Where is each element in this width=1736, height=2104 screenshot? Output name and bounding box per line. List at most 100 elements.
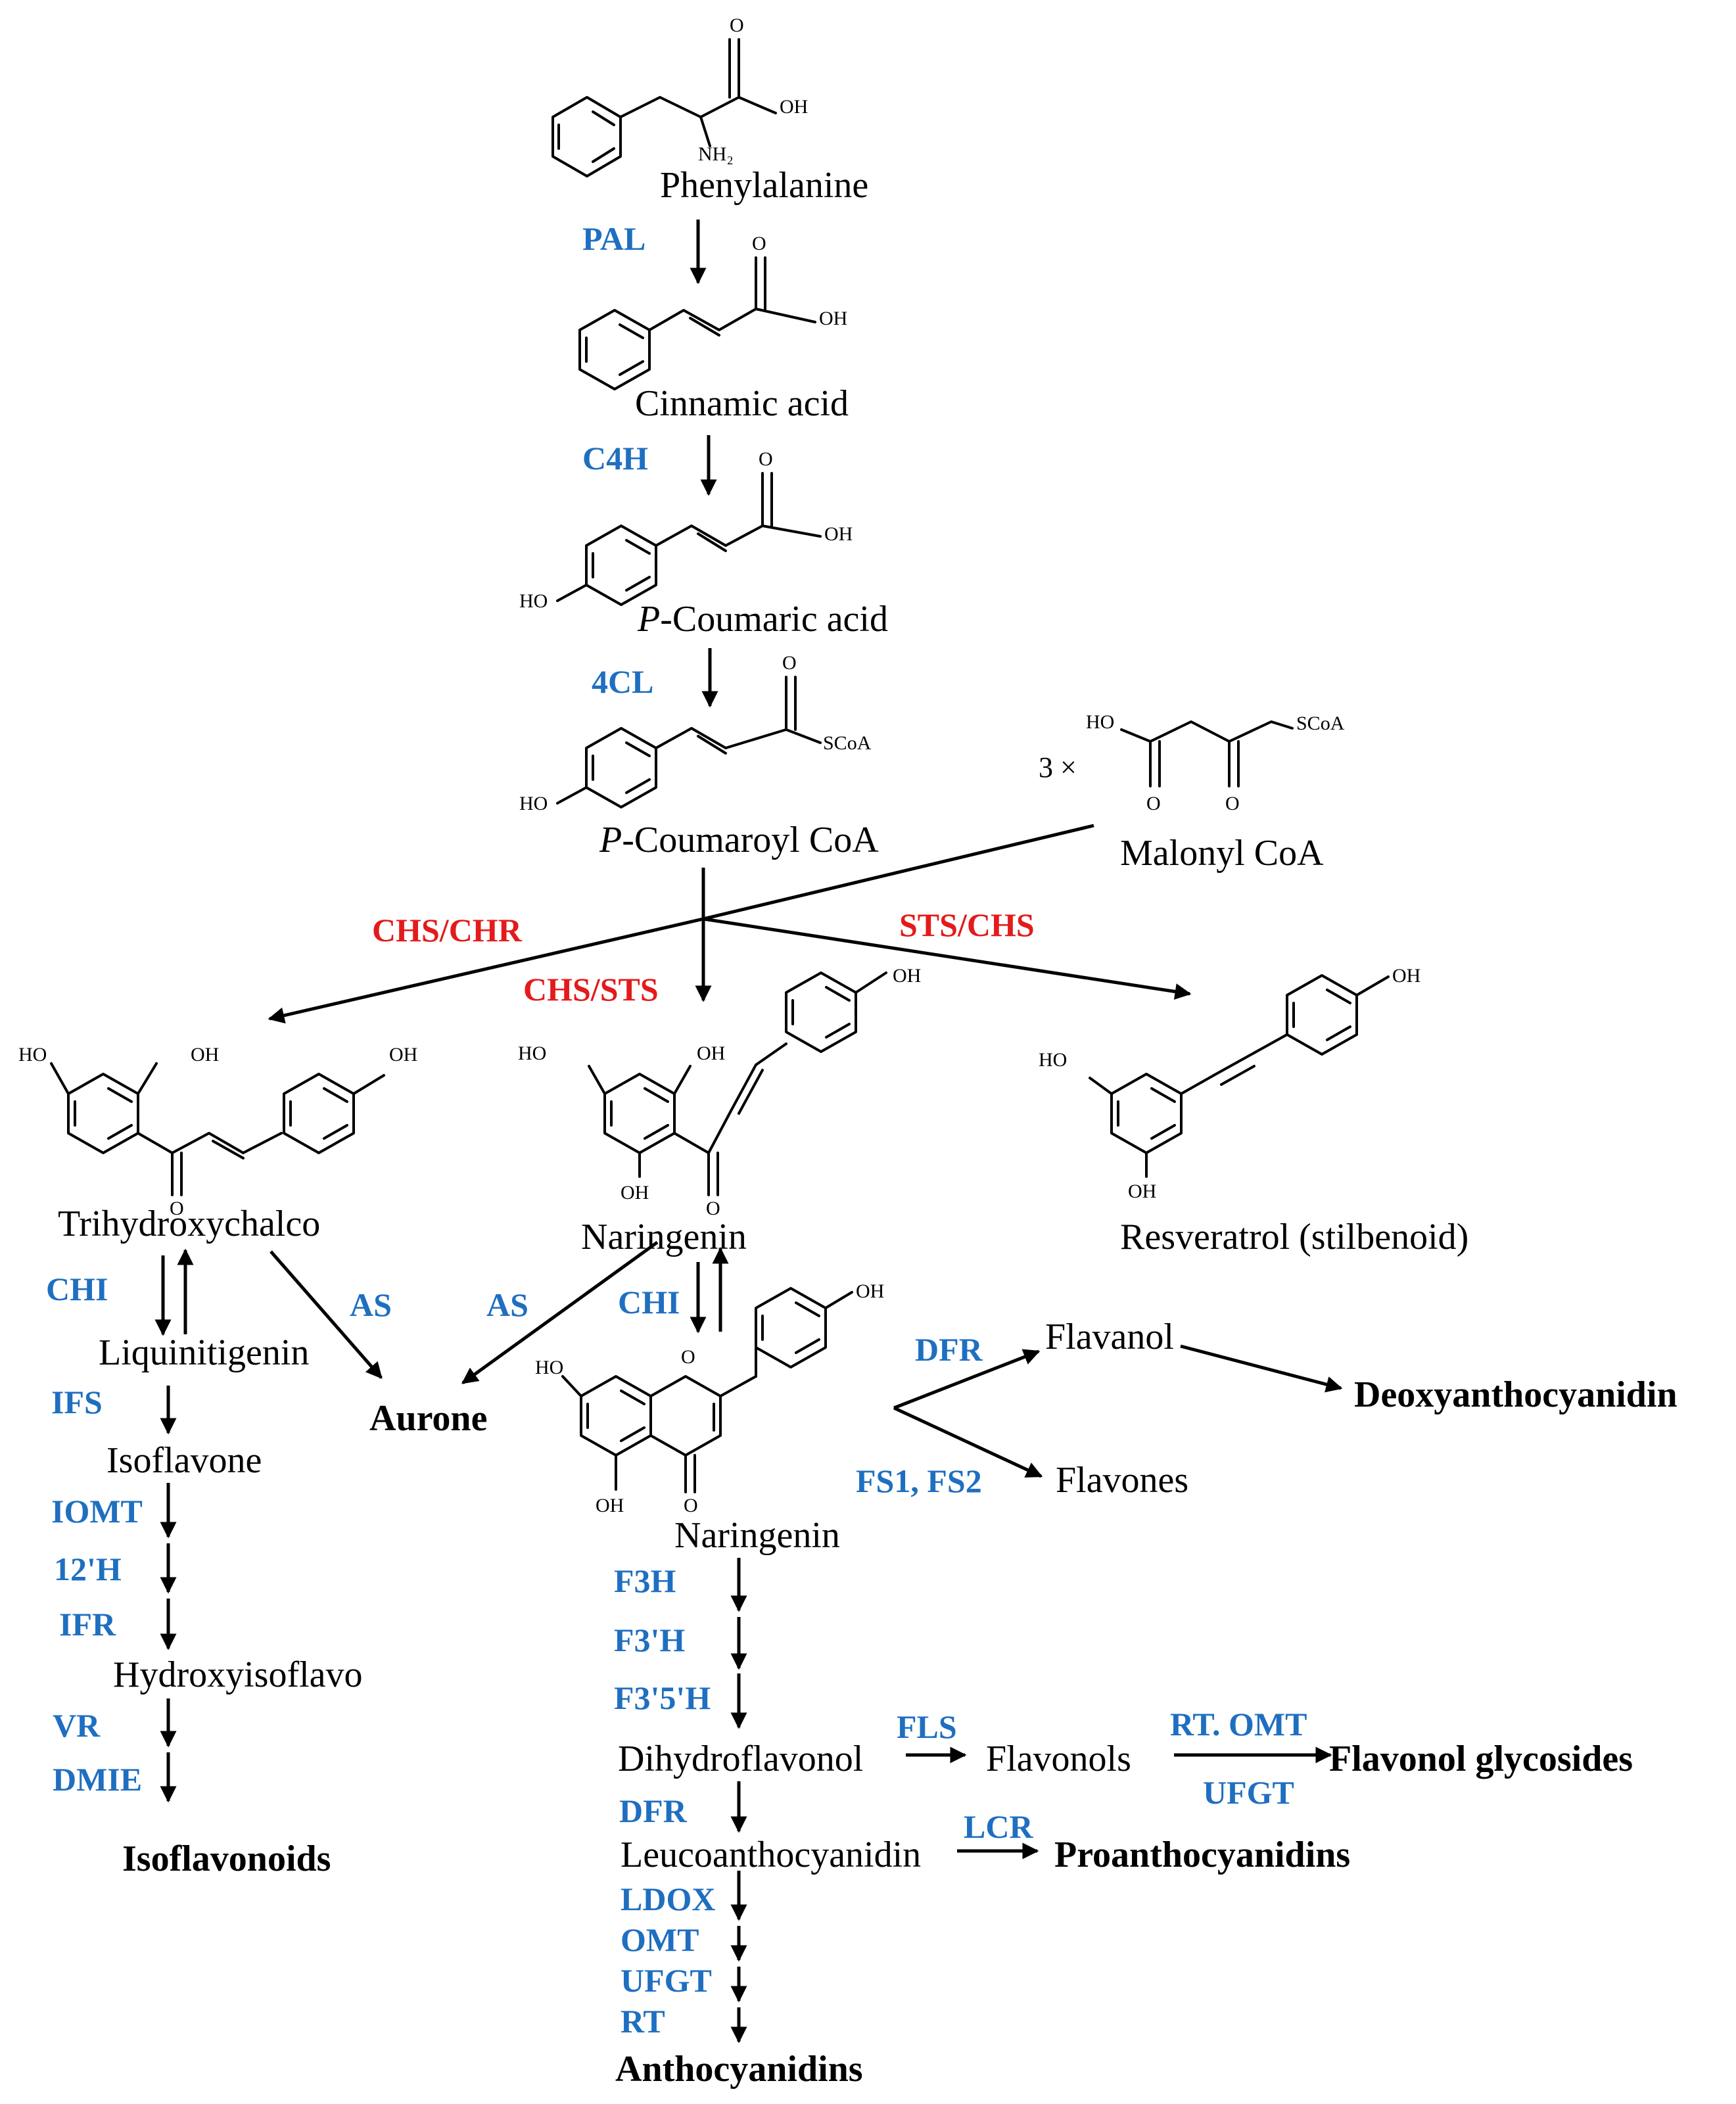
enzyme-dfr-top: DFR bbox=[915, 1331, 983, 1368]
coa-ho-label: HO bbox=[519, 793, 548, 814]
nc-o-label: O bbox=[706, 1198, 720, 1219]
arrow-chs-chr bbox=[268, 917, 704, 1024]
reaction-arrows bbox=[154, 220, 1343, 2044]
arrow-as-left bbox=[270, 1250, 383, 1379]
compound-labels: Phenylalanine Cinnamic acid P-Coumaric a… bbox=[58, 165, 1468, 1875]
cin-oh-label: OH bbox=[819, 308, 847, 329]
coa-scoa-label: SCoA bbox=[823, 732, 872, 754]
nar-o2-label: O bbox=[684, 1495, 698, 1516]
malonyl-coa-structure: HO SCoA O O bbox=[1086, 711, 1345, 814]
enzyme-vr: VR bbox=[53, 1707, 101, 1744]
enzyme-fs1-fs2: FS1, FS2 bbox=[856, 1462, 982, 1499]
enzyme-iomt: IOMT bbox=[51, 1493, 143, 1530]
nc-oh1-label: OH bbox=[697, 1042, 725, 1064]
enzyme-dfr-low: DFR bbox=[619, 1792, 688, 1829]
label-malonyl-coa: Malonyl CoA bbox=[1120, 833, 1324, 874]
label-dihydroflavonol: Dihydroflavonol bbox=[618, 1739, 863, 1779]
enzyme-lcr: LCR bbox=[964, 1808, 1033, 1845]
enzyme-ifs: IFS bbox=[51, 1384, 103, 1420]
label-cinnamic-acid: Cinnamic acid bbox=[635, 383, 849, 424]
enzyme-chi-mid: CHI bbox=[618, 1284, 680, 1321]
enzyme-12h: 12'H bbox=[54, 1551, 122, 1587]
nar-o1-label: O bbox=[681, 1346, 695, 1368]
tri-oh1-label: OH bbox=[191, 1044, 219, 1065]
label-flavones: Flavones bbox=[1056, 1460, 1188, 1501]
mal-o2-label: O bbox=[1225, 793, 1240, 814]
enzyme-ufgt: UFGT bbox=[621, 1962, 712, 1999]
arrow-fs bbox=[893, 1406, 1043, 1478]
label-resveratrol: Resveratrol (stilbenoid) bbox=[1120, 1217, 1468, 1257]
enzyme-ufgt-flavonol: UFGT bbox=[1203, 1774, 1294, 1811]
cinnamic-acid-structure: O OH bbox=[578, 233, 847, 390]
p-coumaric-acid-structure: O OH HO bbox=[519, 448, 853, 612]
end-product-labels: Isoflavonoids Aurone Deoxyanthocyanidin … bbox=[122, 1374, 1677, 2090]
label-flavonols: Flavonols bbox=[986, 1739, 1131, 1779]
tri-o-label: O bbox=[170, 1198, 184, 1219]
tri-ho-label: HO bbox=[18, 1044, 47, 1065]
phe-nh2-label: NH₂ bbox=[698, 143, 734, 165]
enzyme-f3ph: F3'H bbox=[614, 1622, 685, 1658]
naringenin-structure: O HO OH OH O bbox=[535, 1280, 884, 1516]
enzyme-ldox: LDOX bbox=[621, 1881, 715, 1917]
cou-oh-label: OH bbox=[824, 523, 853, 545]
enzyme-dmie: DMIE bbox=[53, 1761, 142, 1798]
label-flavanol: Flavanol bbox=[1045, 1317, 1174, 1357]
line-malonyl-in bbox=[703, 824, 1094, 921]
enzyme-c4h: C4H bbox=[582, 440, 648, 477]
enzyme-omt: OMT bbox=[621, 1921, 699, 1958]
enzyme-sts-chs: STS/CHS bbox=[899, 906, 1035, 943]
label-naringenin: Naringenin bbox=[674, 1515, 840, 1556]
enzyme-f3h: F3H bbox=[614, 1562, 676, 1599]
label-isoflavonoids: Isoflavonoids bbox=[122, 1838, 331, 1879]
nar-oh2-label: OH bbox=[596, 1495, 624, 1516]
label-trihydroxychalco: Trihydroxychalco bbox=[58, 1204, 320, 1244]
coa-o-label: O bbox=[782, 652, 797, 674]
label-aurone: Aurone bbox=[369, 1398, 487, 1439]
nc-oh3-label: OH bbox=[621, 1182, 649, 1204]
label-flavonol-glycosides: Flavonol glycosides bbox=[1329, 1739, 1633, 1779]
res-oh2-label: OH bbox=[1128, 1181, 1156, 1202]
cin-o-label: O bbox=[752, 233, 766, 254]
label-liquinitigenin: Liquinitigenin bbox=[99, 1332, 309, 1373]
enzyme-fls: FLS bbox=[897, 1708, 957, 1745]
label-p-coumaroyl-coa: P-Coumaroyl CoA bbox=[599, 820, 879, 860]
mal-scoa-label: SCoA bbox=[1296, 713, 1345, 734]
label-deoxyanthocyanidin: Deoxyanthocyanidin bbox=[1354, 1374, 1677, 1415]
trihydroxychalcone-structure: HO OH OH O bbox=[18, 1044, 417, 1219]
enzyme-rt-omt: RT. OMT bbox=[1170, 1706, 1307, 1742]
p-coumaroyl-coa-structure: O SCoA HO bbox=[519, 652, 872, 814]
label-isoflavone: Isoflavone bbox=[106, 1440, 262, 1481]
label-naringenin-chalcone: Naringenin bbox=[581, 1217, 747, 1257]
enzyme-rt: RT bbox=[621, 2003, 665, 2040]
arrow-flavanol-deoxy bbox=[1180, 1344, 1343, 1393]
label-hydroxyisoflavo: Hydroxyisoflavo bbox=[113, 1654, 363, 1695]
cou-o-label: O bbox=[759, 448, 773, 470]
label-leucoanthocyanidin: Leucoanthocyanidin bbox=[621, 1835, 921, 1875]
nc-ho-label: HO bbox=[518, 1042, 546, 1064]
naringenin-chalcone-structure: HO OH OH OH O bbox=[518, 965, 921, 1219]
enzyme-f35h: F3'5'H bbox=[614, 1679, 711, 1716]
enzyme-pal: PAL bbox=[582, 220, 645, 257]
phenylalanine-structure: O OH NH₂ bbox=[551, 14, 808, 177]
enzyme-chs-chr: CHS/CHR bbox=[372, 912, 523, 948]
enzyme-labels: PAL C4H 4CL CHS/CHR CHS/STS STS/CHS CHI … bbox=[46, 220, 1307, 2040]
arrow-sts-chs bbox=[703, 917, 1192, 1000]
label-p-coumaric-acid: P-Coumaric acid bbox=[637, 599, 888, 640]
enzyme-4cl: 4CL bbox=[592, 663, 653, 700]
enzyme-chs-sts: CHS/STS bbox=[523, 971, 659, 1008]
nar-oh1-label: OH bbox=[856, 1280, 884, 1302]
nar-ho-label: HO bbox=[535, 1357, 563, 1378]
label-malonyl-multiplier: 3 × bbox=[1039, 751, 1077, 783]
label-proanthocyanidins: Proanthocyanidins bbox=[1054, 1835, 1350, 1875]
arrow-as-right bbox=[461, 1240, 659, 1385]
enzyme-as-left: AS bbox=[350, 1286, 392, 1323]
arrow-dfr-top bbox=[893, 1349, 1041, 1410]
mal-o1-label: O bbox=[1146, 793, 1161, 814]
res-ho-label: HO bbox=[1039, 1049, 1067, 1071]
mal-ho-label: HO bbox=[1086, 711, 1114, 733]
enzyme-chi-left: CHI bbox=[46, 1271, 108, 1307]
resveratrol-structure: HO OH OH bbox=[1039, 965, 1420, 1202]
cou-ho-label: HO bbox=[519, 590, 548, 612]
